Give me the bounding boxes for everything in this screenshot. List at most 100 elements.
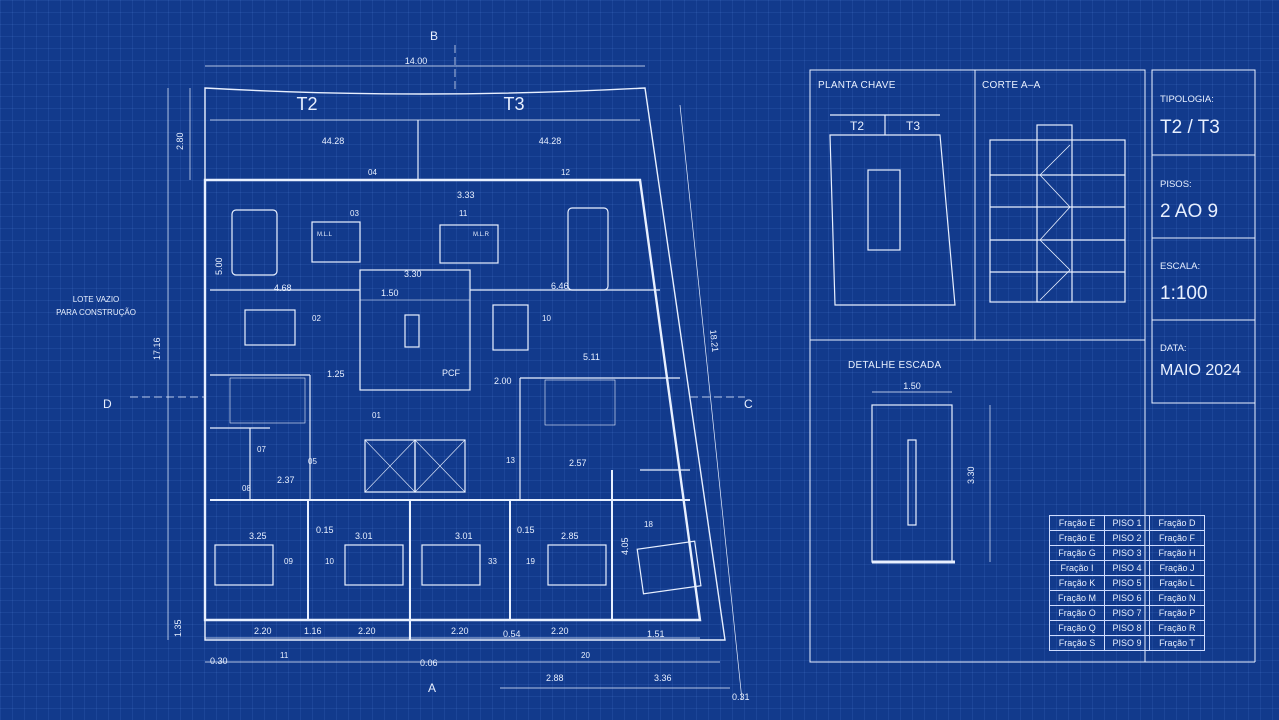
floor-cell: PISO 6: [1104, 590, 1150, 606]
fraction-right: Fração D: [1149, 515, 1205, 531]
data-label: DATA:: [1160, 343, 1187, 354]
floor-cell: PISO 5: [1104, 575, 1150, 591]
dim-125: 1.25: [327, 369, 345, 379]
dim-405: 4.05: [620, 537, 630, 555]
pcf-label: PCF: [442, 368, 461, 378]
fraction-right: Fração P: [1149, 605, 1205, 621]
fraction-right: Fração J: [1149, 560, 1205, 576]
dim-330: 3.30: [404, 269, 422, 279]
room-05: 05: [308, 457, 317, 466]
floor-cell: PISO 4: [1104, 560, 1150, 576]
fraction-left: Fração E: [1049, 530, 1105, 546]
dim-1716: 17.16: [152, 337, 162, 360]
planta-chave-title: PLANTA CHAVE: [818, 80, 896, 91]
fraction-right: Fração H: [1149, 545, 1205, 561]
lot-label-2: PARA CONSTRUÇÃO: [56, 308, 136, 317]
escala-label: ESCALA:: [1160, 261, 1201, 272]
room-15: 13: [506, 456, 515, 465]
dim-301a: 3.01: [355, 531, 373, 541]
fraction-right: Fração R: [1149, 620, 1205, 636]
dim-006: 0.06: [420, 658, 438, 668]
fraction-left: Fração E: [1049, 515, 1105, 531]
dim-301b: 3.01: [455, 531, 473, 541]
dim-646: 6.46: [551, 281, 569, 291]
room-03: 03: [350, 209, 359, 218]
dim-150: 1.50: [381, 288, 399, 298]
dim-200: 2.00: [494, 376, 512, 386]
kitchen-mlr: M.L.R: [473, 232, 490, 238]
room-19: 19: [526, 557, 535, 566]
room-07: 07: [257, 445, 266, 454]
floor-cell: PISO 7: [1104, 605, 1150, 621]
lot-label-1: LOTE VAZIO: [73, 295, 120, 304]
room-18: 18: [644, 520, 653, 529]
area-left: 44.28: [322, 136, 345, 146]
dim-151: 1.51: [647, 629, 665, 639]
dim-015c: 0.15: [517, 525, 535, 535]
floor-cell: PISO 9: [1104, 635, 1150, 651]
dim-288: 2.88: [546, 673, 564, 683]
room-08: 08: [242, 484, 251, 493]
room-02: 02: [312, 314, 321, 323]
fraction-left: Fração M: [1049, 590, 1105, 606]
dim-511: 5.11: [583, 352, 600, 362]
dim-237: 2.37: [277, 475, 295, 485]
dim-333: 3.33: [457, 190, 475, 200]
section-mark-d: D: [103, 397, 112, 411]
dim-015a: 0.15: [316, 525, 334, 535]
dim-285: 2.85: [561, 531, 579, 541]
room-14: 12: [561, 168, 570, 177]
stair-height-dim: 3.30: [966, 466, 976, 484]
section-mark-a: A: [428, 681, 436, 695]
dim-220d: 2.20: [551, 626, 569, 636]
dim-054: 0.54: [503, 629, 521, 639]
fraction-left: Fração G: [1049, 545, 1105, 561]
data-value: MAIO 2024: [1160, 362, 1241, 379]
room-04: 04: [368, 168, 377, 177]
dim-468: 4.68: [274, 283, 292, 293]
dim-030: 0.30: [210, 656, 228, 666]
dim-1821: 18.21: [708, 329, 720, 352]
floor-cell: PISO 3: [1104, 545, 1150, 561]
fraction-right: Fração F: [1149, 530, 1205, 546]
room-13: 11: [459, 209, 468, 218]
room-11: 11: [280, 651, 289, 660]
floor-cell: PISO 1: [1104, 515, 1150, 531]
unit-left-label: T2: [296, 94, 317, 114]
top-width-dim: 14.00: [405, 56, 428, 66]
detalhe-escada-title: DETALHE ESCADA: [848, 360, 942, 371]
dim-325: 3.25: [249, 531, 267, 541]
fraction-left: Fração O: [1049, 605, 1105, 621]
room-10: 10: [325, 557, 334, 566]
pisos-label: PISOS:: [1160, 179, 1192, 190]
corte-title: CORTE A–A: [982, 80, 1041, 91]
area-right: 44.28: [539, 136, 562, 146]
room-20: 20: [581, 651, 590, 660]
floor-cell: PISO 8: [1104, 620, 1150, 636]
key-t2: T2: [850, 119, 864, 133]
fraction-left: Fração K: [1049, 575, 1105, 591]
dim-031: 0.31: [732, 692, 750, 702]
dim-280: 2.80: [175, 132, 185, 150]
room-12: 10: [542, 314, 551, 323]
room-33: 33: [488, 557, 497, 566]
section-mark-c: C: [744, 397, 753, 411]
key-t3: T3: [906, 119, 920, 133]
kitchen-mll: M.L.L: [317, 232, 333, 238]
dim-336: 3.36: [654, 673, 672, 683]
dim-500: 5.00: [214, 257, 224, 275]
fraction-right: Fração N: [1149, 590, 1205, 606]
dim-116: 1.16: [304, 626, 322, 636]
dim-220c: 2.20: [451, 626, 469, 636]
dim-257: 2.57: [569, 458, 587, 468]
